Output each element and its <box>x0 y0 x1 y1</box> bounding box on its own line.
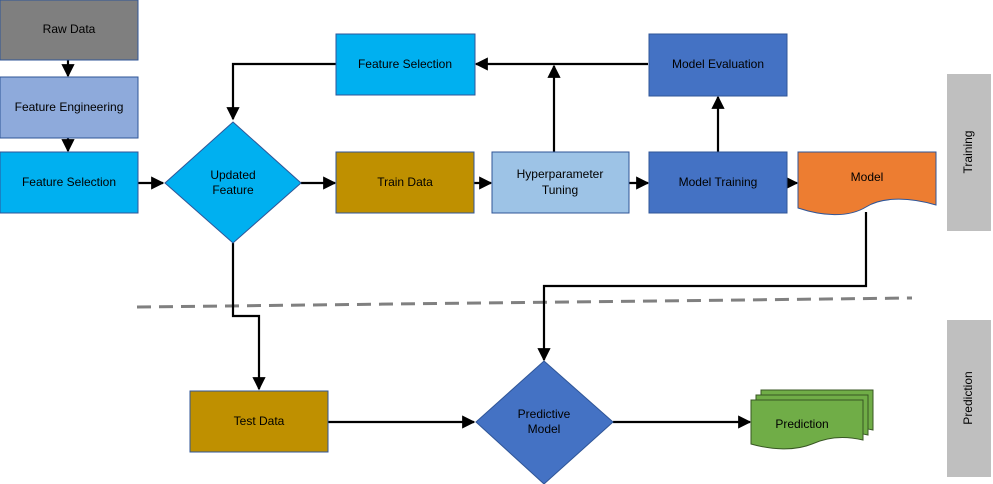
feature-selection-left-label: Feature Selection <box>22 175 116 189</box>
feature-selection-top-box <box>335 33 476 96</box>
predictive-model-label-line2: Model <box>528 422 561 436</box>
hyperparameter-tuning-label-line2: Tuning <box>542 183 578 197</box>
prediction-doc-front <box>750 399 864 450</box>
feature-engineering-box <box>0 76 139 139</box>
prediction-lane: Prediction <box>947 320 991 477</box>
prediction-lane-bar <box>947 320 991 477</box>
test-data-label: Test Data <box>234 414 285 428</box>
updated-feature-label-line2: Feature <box>212 183 254 197</box>
train-data-label: Train Data <box>377 175 433 189</box>
node-train-data: Train Data <box>335 151 475 214</box>
connectors <box>61 57 868 429</box>
prediction-lane-label: Prediction <box>961 371 975 424</box>
updated-feature-diamond <box>164 121 302 244</box>
node-test-data: Test Data <box>189 390 329 453</box>
test-data-box <box>189 390 329 453</box>
predictive-model-label-line1: Predictive <box>518 407 571 421</box>
training-lane-label: Training <box>961 131 975 174</box>
arrow-selection-to-updated-loop <box>226 62 336 121</box>
updated-feature-label-line1: Updated <box>210 168 255 182</box>
raw-data-box <box>0 0 139 61</box>
feature-selection-top-label: Feature Selection <box>358 57 452 71</box>
arrow-updated-to-test <box>231 243 266 391</box>
model-evaluation-box <box>648 33 788 97</box>
hyperparameter-tuning-box <box>491 151 630 214</box>
train-data-box <box>335 151 475 214</box>
prediction-label: Prediction <box>775 417 828 431</box>
node-feature-engineering: Feature Engineering <box>0 76 139 139</box>
node-model-evaluation: Model Evaluation <box>648 33 788 97</box>
node-hyperparameter-tuning: Hyperparameter Tuning <box>491 151 630 214</box>
arrow-model-to-predictive <box>537 212 868 362</box>
raw-data-label: Raw Data <box>43 22 96 36</box>
training-lane: Training <box>947 74 991 231</box>
predictive-model-diamond <box>475 360 614 484</box>
feature-engineering-label: Feature Engineering <box>15 100 124 114</box>
node-model-training: Model Training <box>648 151 788 214</box>
hyperparameter-tuning-label-line1: Hyperparameter <box>517 167 604 181</box>
model-evaluation-label: Model Evaluation <box>672 57 764 71</box>
node-predictive-model: Predictive Model <box>475 360 614 484</box>
node-updated-feature: Updated Feature <box>164 121 302 244</box>
model-training-label: Model Training <box>679 175 758 189</box>
feature-selection-left-box <box>0 151 139 214</box>
node-raw-data: Raw Data <box>0 0 139 61</box>
node-feature-selection-top: Feature Selection <box>335 33 476 96</box>
model-document-shape <box>797 151 937 216</box>
node-feature-selection-left: Feature Selection <box>0 151 139 214</box>
node-prediction: Prediction <box>750 389 874 450</box>
lane-divider <box>136 296 913 309</box>
node-model: Model <box>797 151 937 216</box>
model-training-box <box>648 151 788 214</box>
model-label: Model <box>851 170 884 184</box>
training-lane-bar <box>947 74 991 231</box>
